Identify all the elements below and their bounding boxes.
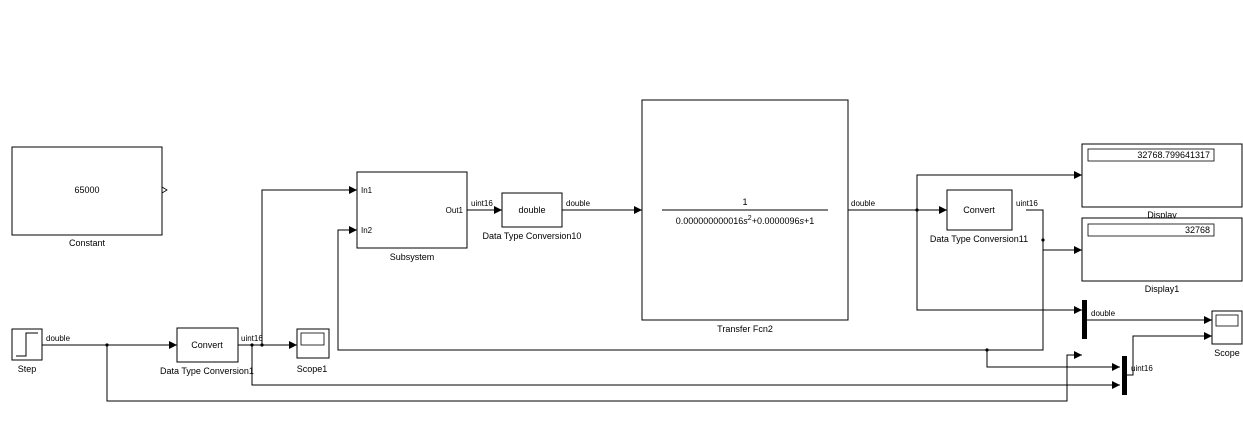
subsystem-out1-port: Out1 bbox=[446, 206, 464, 215]
subsystem-label: Subsystem bbox=[390, 252, 435, 262]
mux2-block[interactable] bbox=[1122, 356, 1127, 395]
display-value: 32768.799641317 bbox=[1137, 150, 1210, 160]
wire-tf2-mux1[interactable] bbox=[916, 210, 1082, 314]
signal-label-mux2: uint16 bbox=[1131, 364, 1153, 373]
constant-block[interactable]: 65000 Constant bbox=[11, 146, 168, 248]
display-label: Display bbox=[1147, 210, 1177, 220]
constant-label: Constant bbox=[69, 238, 106, 248]
wire-tf2-display[interactable] bbox=[916, 171, 1082, 210]
dtc1-label: Data Type Conversion1 bbox=[160, 366, 254, 376]
scope-block[interactable]: Scope bbox=[1211, 310, 1243, 358]
branch-dot bbox=[1041, 238, 1045, 242]
dtc11-label: Data Type Conversion11 bbox=[930, 234, 1028, 244]
display1-readout-box bbox=[1087, 223, 1215, 237]
output-port-icon bbox=[161, 186, 168, 194]
tf2-denominator: 0.000000000016s2+0.0000096s+1 bbox=[676, 215, 815, 226]
signal-label-tf2: double bbox=[851, 199, 876, 208]
subsystem-in2-port: In2 bbox=[361, 226, 373, 235]
display1-value: 32768 bbox=[1185, 225, 1210, 235]
signal-label-mux1: double bbox=[1091, 309, 1116, 318]
wire-dtc1-mux2[interactable] bbox=[251, 345, 1120, 389]
step-block[interactable]: Step bbox=[11, 328, 43, 374]
signal-label-step: double bbox=[46, 334, 71, 343]
transfer-fcn2-block[interactable]: 1 0.000000000016s2+0.0000096s+1 Transfer… bbox=[641, 99, 849, 334]
signal-label-dtc11: uint16 bbox=[1016, 199, 1038, 208]
dtc10-label: Data Type Conversion10 bbox=[483, 231, 582, 241]
wire-step-mux2[interactable] bbox=[106, 345, 1082, 402]
scope-label: Scope bbox=[1214, 348, 1240, 358]
subsystem-block[interactable]: In1 In2 Out1 Subsystem bbox=[356, 171, 468, 262]
signal-label-dtc10: double bbox=[566, 199, 591, 208]
dtc10-block[interactable]: double Data Type Conversion10 bbox=[483, 192, 582, 241]
step-icon bbox=[16, 332, 38, 357]
dtc10-text: double bbox=[518, 205, 545, 215]
display1-label: Display1 bbox=[1145, 284, 1180, 294]
signal-label-sub: uint16 bbox=[471, 199, 493, 208]
branch-dot bbox=[105, 343, 109, 347]
wire-dtc1-in1[interactable] bbox=[261, 186, 357, 345]
wire-dtc11-mux2[interactable] bbox=[986, 350, 1120, 371]
signal-labels: double uint16 uint16 double double uint1… bbox=[46, 199, 1153, 373]
display-readout-box bbox=[1087, 148, 1215, 162]
tf2-label: Transfer Fcn2 bbox=[717, 324, 773, 334]
display-block[interactable]: 32768.799641317 Display bbox=[1081, 143, 1243, 220]
dtc11-text: Convert bbox=[963, 205, 995, 215]
branch-dot bbox=[260, 343, 264, 347]
dtc1-text: Convert bbox=[191, 340, 223, 350]
dtc11-block[interactable]: Convert Data Type Conversion11 bbox=[930, 189, 1028, 244]
scope1-block[interactable]: Scope1 bbox=[296, 328, 330, 374]
scope-screen-icon bbox=[300, 332, 325, 346]
wire-dtc11-in2[interactable] bbox=[337, 209, 1044, 351]
branch-dot bbox=[250, 343, 254, 347]
display1-block[interactable]: 32768 Display1 bbox=[1081, 217, 1243, 294]
scope1-label: Scope1 bbox=[297, 364, 328, 374]
dtc1-block[interactable]: Convert Data Type Conversion1 bbox=[160, 327, 254, 376]
constant-value: 65000 bbox=[74, 185, 99, 195]
wire-mux2-scope[interactable] bbox=[1127, 332, 1212, 376]
signal-lines bbox=[42, 171, 1212, 402]
subsystem-in1-port: In1 bbox=[361, 186, 373, 195]
branch-dot bbox=[915, 208, 919, 212]
branch-dot bbox=[985, 348, 989, 352]
branch-points bbox=[105, 208, 1045, 352]
step-label: Step bbox=[18, 364, 37, 374]
scope-screen-icon bbox=[1215, 314, 1239, 327]
signal-label-dtc1: uint16 bbox=[241, 334, 263, 343]
mux1-block[interactable] bbox=[1082, 300, 1087, 339]
tf2-numerator: 1 bbox=[742, 197, 747, 207]
